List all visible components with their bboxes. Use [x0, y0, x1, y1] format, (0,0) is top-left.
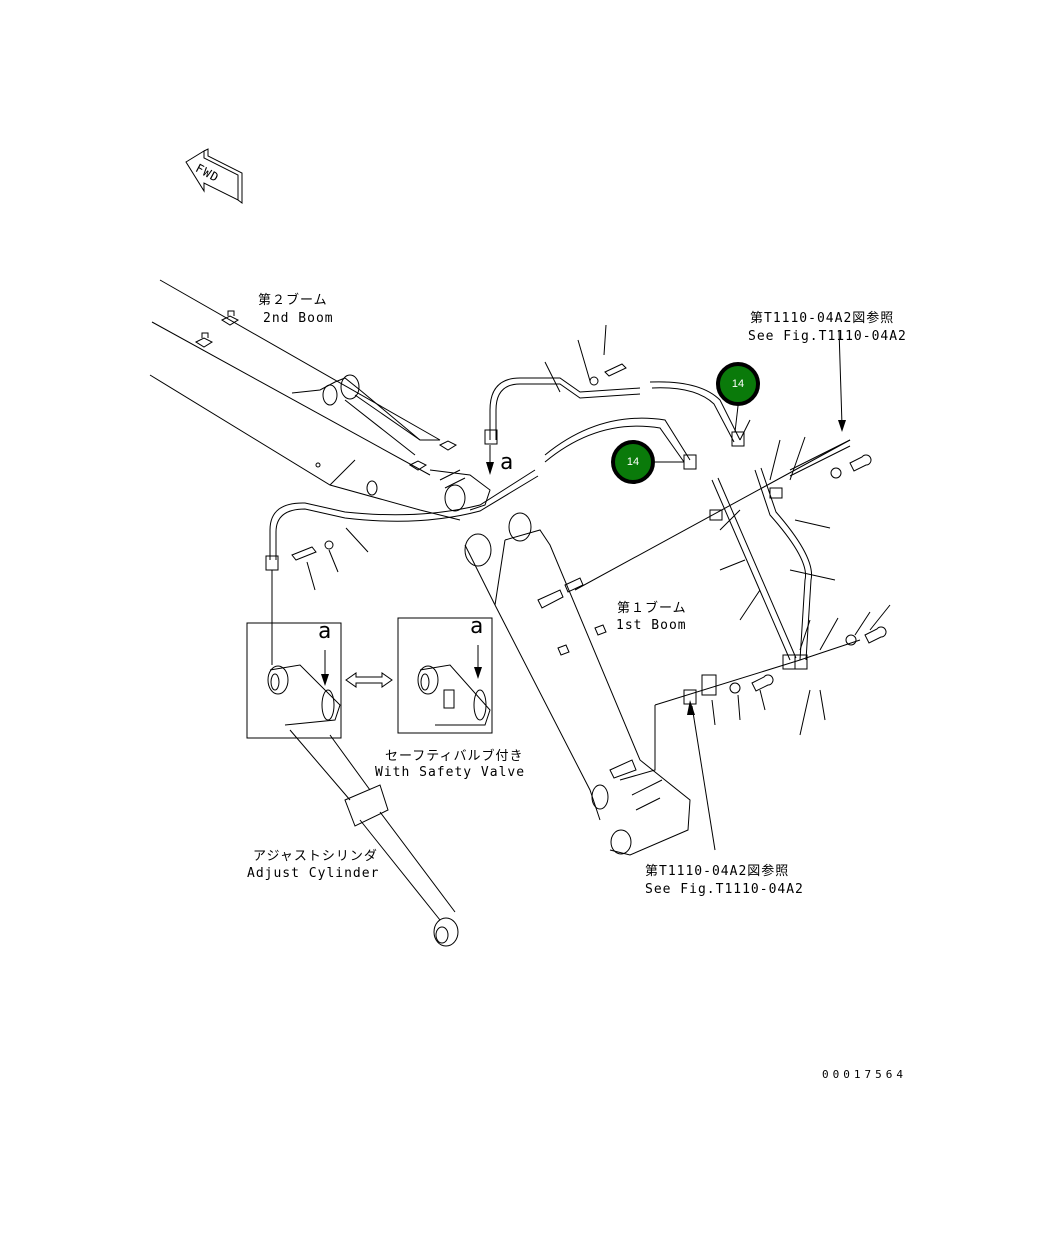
callout-number: 14: [626, 456, 640, 468]
fasteners: [291, 324, 887, 694]
detail-a-arrow-icon: [486, 445, 494, 475]
part-callout-14-lower[interactable]: 14: [611, 440, 655, 484]
adjust-cylinder-drawing: [289, 729, 459, 947]
see-fig-top-label-jp: 第T1110-04A2図参照: [750, 311, 895, 326]
detail-box-safety-valve: [397, 617, 493, 734]
detail-a-label-left: a: [318, 619, 333, 644]
safety-valve-label-jp: セーフティバルブ付き: [385, 749, 524, 764]
second-boom-drawing: [149, 279, 491, 521]
see-fig-top-label-en: See Fig.T1110-04A2: [748, 329, 907, 344]
reference-number: 00017564: [822, 1068, 907, 1081]
double-arrow-icon: [345, 672, 393, 688]
second-boom-label-jp: 第２ブーム: [258, 293, 328, 308]
see-fig-bottom-label-en: See Fig.T1110-04A2: [645, 882, 804, 897]
see-fig-bottom-label-jp: 第T1110-04A2図参照: [645, 864, 790, 879]
second-boom-label-en: 2nd Boom: [263, 311, 334, 326]
forward-arrow-icon: [185, 148, 243, 204]
hydraulic-pipes: [265, 377, 745, 665]
adjust-cylinder-label-en: Adjust Cylinder: [247, 866, 380, 881]
first-boom-label-en: 1st Boom: [616, 618, 687, 633]
detail-a-label-main: a: [500, 450, 515, 475]
detail-a-label-right: a: [470, 614, 485, 639]
safety-valve-label-en: With Safety Valve: [375, 765, 526, 780]
right-pipe-assembly: [574, 329, 891, 851]
adjust-cylinder-label-jp: アジャストシリンダ: [253, 849, 378, 864]
detail-box-standard: [246, 622, 342, 739]
callout-number: 14: [731, 378, 745, 390]
first-boom-drawing: [464, 512, 691, 856]
first-boom-label-jp: 第１ブーム: [617, 601, 687, 616]
part-callout-14-upper[interactable]: 14: [716, 362, 760, 406]
